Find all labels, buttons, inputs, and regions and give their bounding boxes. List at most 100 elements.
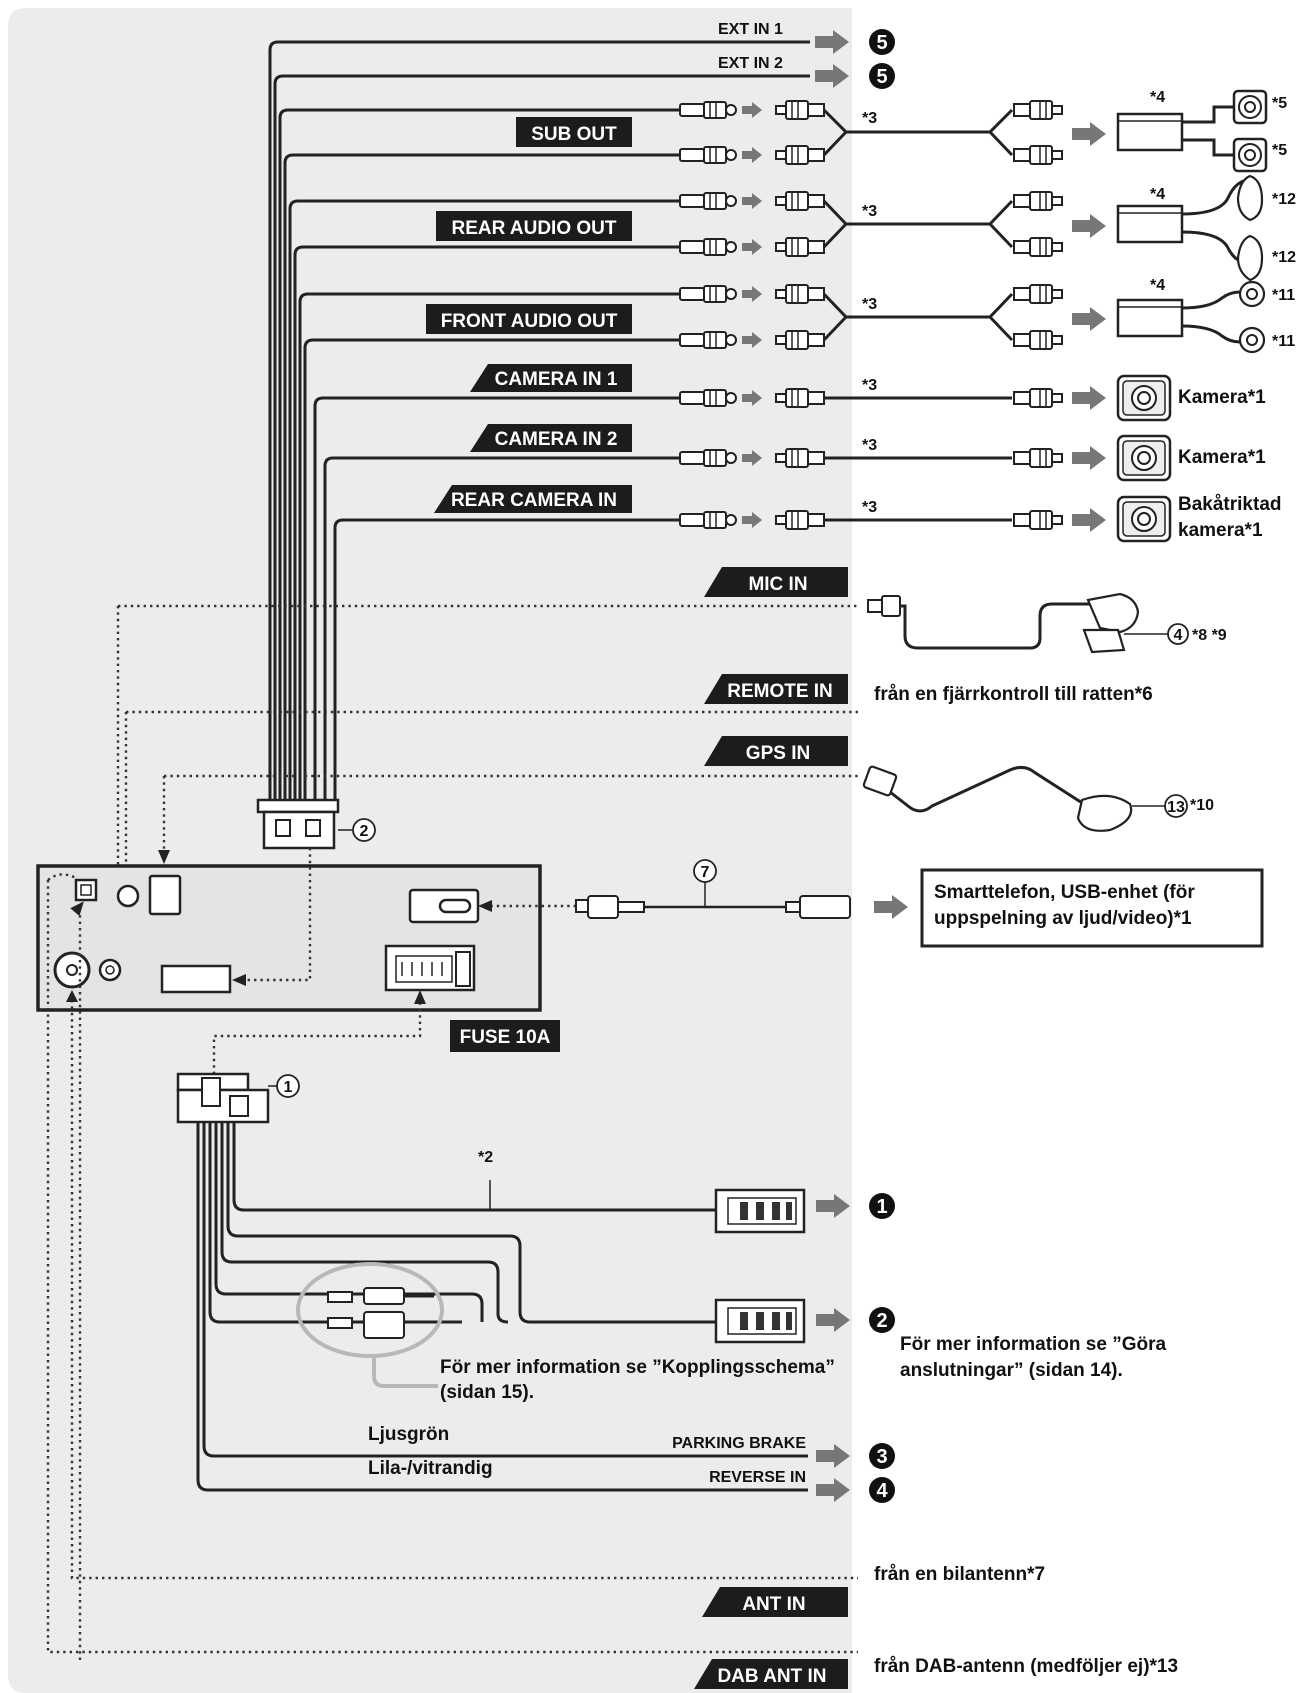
svg-text:5: 5 xyxy=(876,66,887,88)
rca-row-sub-out-b xyxy=(679,145,825,165)
circled-2 xyxy=(352,818,376,842)
svg-text:*10: *10 xyxy=(1190,797,1214,814)
coupling-text-1: För mer information se ”Kopplingsschema” xyxy=(440,1357,835,1378)
svg-text:Kamera*1: Kamera*1 xyxy=(1178,387,1266,408)
svg-text:kamera*1: kamera*1 xyxy=(1178,520,1263,541)
usb-cable: 7 xyxy=(575,859,851,919)
arrow-into-ant-jack xyxy=(66,990,78,1002)
arrow-to-camera-2 xyxy=(1072,446,1106,470)
remote-text: från en fjärrkontroll till ratten*6 xyxy=(874,684,1153,705)
arrow-to-amp-rear xyxy=(1072,214,1106,238)
microphone: 4 *8 *9 xyxy=(867,592,1227,654)
svg-text:4: 4 xyxy=(876,1480,888,1502)
svg-text:Kamera*1: Kamera*1 xyxy=(1178,447,1266,468)
rear-camera: Bakåtriktad kamera*1 xyxy=(1116,494,1282,543)
number-4-badge: 4 xyxy=(869,1477,895,1503)
label-ext-in-1: EXT IN 1 xyxy=(718,21,783,38)
diagram-panel xyxy=(8,8,852,1693)
svg-text:4: 4 xyxy=(1174,627,1183,644)
y-cable-rear xyxy=(822,199,1014,249)
tag-dab-ant-in: DAB ANT IN xyxy=(694,1659,848,1689)
arrow-into-power-socket xyxy=(414,990,426,1004)
number-2-badge: 2 xyxy=(869,1307,895,1333)
arrow-into-connector-2 xyxy=(232,974,246,986)
rca-row-rear-a xyxy=(679,191,825,211)
dotted-dab-in xyxy=(46,880,858,1654)
car-antenna-text: från en bilantenn*7 xyxy=(874,1564,1045,1585)
svg-text:7: 7 xyxy=(701,864,710,881)
svg-text:*5: *5 xyxy=(1272,142,1287,159)
svg-text:MIC IN: MIC IN xyxy=(748,574,807,595)
amplifier-front: *4 *11 *11 xyxy=(1116,277,1295,354)
smartphone-box: Smarttelefon, USB-enhet (för uppspelning… xyxy=(920,868,1264,948)
svg-text:REAR AUDIO OUT: REAR AUDIO OUT xyxy=(451,218,616,239)
harness-wires xyxy=(268,40,810,800)
svg-text:CAMERA IN 1: CAMERA IN 1 xyxy=(495,369,618,390)
tag-camera-in-1: CAMERA IN 1 xyxy=(470,364,632,392)
arrow-to-camera-1 xyxy=(1072,386,1106,410)
dab-antenna-text: från DAB-antenn (medföljer ej)*13 xyxy=(874,1656,1178,1677)
svg-text:5: 5 xyxy=(876,32,887,54)
rca-row-camera-2 xyxy=(679,448,825,468)
svg-text:CAMERA IN 2: CAMERA IN 2 xyxy=(495,429,618,450)
note-star3-camera2: *3 xyxy=(862,437,877,454)
svg-text:1: 1 xyxy=(284,1079,293,1096)
plug-2 xyxy=(714,1298,806,1344)
svg-text:Smarttelefon, USB-enhet (för: Smarttelefon, USB-enhet (för xyxy=(934,882,1195,903)
svg-text:FRONT AUDIO OUT: FRONT AUDIO OUT xyxy=(441,311,618,332)
number-5-badge-b: 5 xyxy=(869,63,895,89)
rca-row-front-b xyxy=(679,330,825,350)
tag-sub-out: SUB OUT xyxy=(516,117,632,147)
svg-text:REMOTE IN: REMOTE IN xyxy=(727,681,833,702)
arrow-into-dab-jack xyxy=(70,901,84,916)
camera-1: Kamera*1 xyxy=(1116,374,1266,422)
dotted-ant-in xyxy=(70,1000,858,1580)
svg-text:*4: *4 xyxy=(1150,186,1165,203)
lower-wires xyxy=(196,1122,808,1492)
svg-text:SUB OUT: SUB OUT xyxy=(531,124,617,145)
tag-mic-in: MIC IN xyxy=(704,567,848,597)
label-parking-brake: PARKING BRAKE xyxy=(672,1435,806,1452)
svg-text:*11: *11 xyxy=(1272,333,1295,350)
connections-text-2: anslutningar” (sidan 14). xyxy=(900,1360,1123,1381)
amplifier-rear: *4 *12 *12 xyxy=(1116,174,1296,282)
note-star3-rear: *3 xyxy=(862,203,877,220)
circled-2-text: 2 xyxy=(360,823,369,840)
connections-text-1: För mer information se ”Göra xyxy=(900,1334,1166,1355)
harness-connector-2: 2 xyxy=(256,798,376,850)
gps-antenna: 13 *10 xyxy=(862,765,1214,832)
svg-text:13: 13 xyxy=(1167,799,1185,816)
svg-text:uppspelning av ljud/video)*1: uppspelning av ljud/video)*1 xyxy=(934,908,1192,929)
tag-fuse: FUSE 10A xyxy=(450,1020,560,1052)
tag-remote-in: REMOTE IN xyxy=(704,674,848,704)
rca-row-rear-b xyxy=(679,237,825,257)
arrow-to-amp-sub xyxy=(1072,122,1106,146)
svg-text:REAR CAMERA IN: REAR CAMERA IN xyxy=(451,490,617,511)
number-5-badge-a: 5 xyxy=(869,29,895,55)
svg-text:2: 2 xyxy=(876,1310,887,1332)
number-1-badge: 1 xyxy=(869,1193,895,1219)
label-light-green: Ljusgrön xyxy=(368,1424,449,1445)
arrow-into-gps-jack xyxy=(158,850,170,864)
rca-group-ellipse xyxy=(296,1262,444,1388)
tag-gps-in: GPS IN xyxy=(704,736,848,766)
arrow-to-smartphone xyxy=(874,895,908,919)
plug-1 xyxy=(714,1188,806,1234)
tag-ant-in: ANT IN xyxy=(702,1587,848,1617)
rca-row-camera-1 xyxy=(679,388,825,408)
tag-rear-camera-in: REAR CAMERA IN xyxy=(434,485,632,513)
harness-connector-1: 1 xyxy=(176,1072,300,1124)
svg-text:DAB ANT IN: DAB ANT IN xyxy=(717,1666,826,1687)
dotted-dab-curve xyxy=(47,873,77,881)
y-cable-sub xyxy=(822,108,1014,157)
svg-text:*5: *5 xyxy=(1272,95,1287,112)
svg-text:Bakåtriktad: Bakåtriktad xyxy=(1178,494,1282,515)
svg-text:ANT IN: ANT IN xyxy=(742,1594,805,1615)
note-star3-front: *3 xyxy=(862,296,877,313)
svg-text:1: 1 xyxy=(876,1196,887,1218)
label-ext-in-2: EXT IN 2 xyxy=(718,55,783,72)
svg-text:*12: *12 xyxy=(1272,249,1296,266)
svg-text:*11: *11 xyxy=(1272,287,1295,304)
svg-text:3: 3 xyxy=(876,1446,887,1468)
